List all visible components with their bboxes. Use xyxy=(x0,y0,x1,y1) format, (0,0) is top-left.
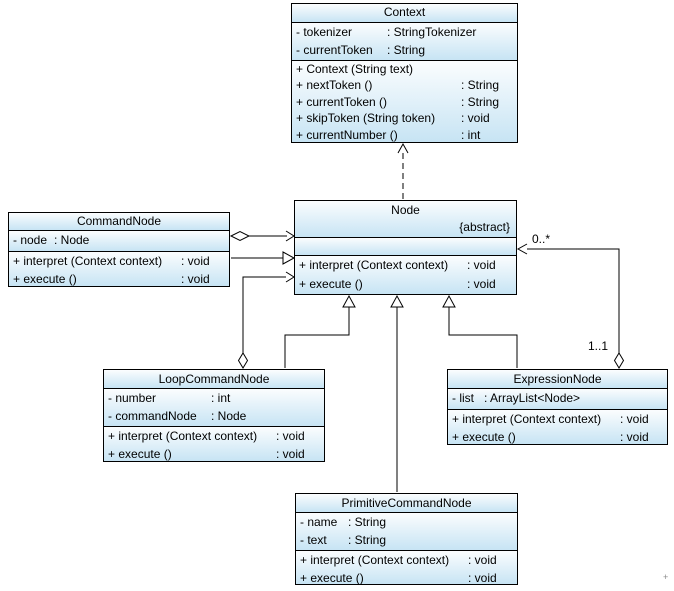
attribute-row: - text: String xyxy=(300,533,387,547)
class-name-text: Node xyxy=(391,203,420,217)
attributes-compartment: - list: ArrayList<Node> xyxy=(448,388,667,409)
open-diamond-icon xyxy=(613,352,625,369)
attribute-row: - tokenizer: StringTokenizer xyxy=(296,25,477,39)
attribute-row: - node: Node xyxy=(13,233,90,247)
attribute-row: - list: ArrayList<Node> xyxy=(452,391,581,405)
class-commandnode[interactable]: CommandNode - node: Node + interpret (Co… xyxy=(8,212,230,287)
dependency-node-to-context[interactable] xyxy=(397,142,409,199)
class-title: Node {abstract} xyxy=(295,201,516,237)
methods-compartment: + interpret (Context context): void + ex… xyxy=(9,251,229,286)
attributes-compartment-empty xyxy=(295,237,516,255)
class-title: LoopCommandNode xyxy=(104,370,324,388)
methods-compartment: + Context (String text) + nextToken (): … xyxy=(292,60,517,142)
method-row: + currentNumber (): int xyxy=(296,127,481,142)
method-row: + execute (): void xyxy=(299,277,496,291)
open-diamond-icon xyxy=(237,352,249,369)
methods-compartment: + interpret (Context context): void + ex… xyxy=(296,550,517,584)
method-row: + currentToken (): String xyxy=(296,94,500,109)
method-row: + execute (): void xyxy=(108,447,305,461)
method-row: + skipToken (String token): void xyxy=(296,111,490,126)
attribute-row: - number: int xyxy=(108,391,231,405)
multiplicity-label: 1..1 xyxy=(588,339,608,353)
class-title: PrimitiveCommandNode xyxy=(296,494,517,512)
method-row: + interpret (Context context): void xyxy=(452,412,649,426)
attribute-row: - commandNode: Node xyxy=(108,409,247,423)
methods-compartment: + interpret (Context context): void + ex… xyxy=(104,426,324,461)
hollow-triangle-icon xyxy=(282,251,296,265)
attributes-compartment: - tokenizer: StringTokenizer - currentTo… xyxy=(292,22,517,60)
generalization-commandnode-node[interactable] xyxy=(231,251,296,265)
class-node[interactable]: Node {abstract} + interpret (Context con… xyxy=(294,200,517,295)
method-row: + interpret (Context context): void xyxy=(299,258,496,272)
hollow-triangle-icon xyxy=(442,294,456,308)
aggregation-loopcommandnode-node[interactable] xyxy=(237,271,295,369)
generalization-loopcommandnode-node[interactable] xyxy=(284,294,356,368)
attribute-row: - name: String xyxy=(300,515,387,529)
method-row: + execute (): void xyxy=(300,571,497,584)
class-context[interactable]: Context - tokenizer: StringTokenizer - c… xyxy=(291,3,518,143)
method-row: + execute (): void xyxy=(452,430,649,444)
method-row: + execute (): void xyxy=(13,272,210,286)
abstract-stereotype: {abstract} xyxy=(459,220,510,234)
class-title: ExpressionNode xyxy=(448,370,667,388)
open-arrowhead-icon xyxy=(285,230,295,242)
class-title: CommandNode xyxy=(9,213,229,230)
aggregation-expressionnode-node[interactable]: 0..* 1..1 xyxy=(516,232,625,369)
method-row: + interpret (Context context): void xyxy=(108,429,305,443)
attribute-row: - currentToken: String xyxy=(296,43,426,57)
methods-compartment: + interpret (Context context): void + ex… xyxy=(448,409,667,444)
class-expressionnode[interactable]: ExpressionNode - list: ArrayList<Node> +… xyxy=(447,369,668,445)
attributes-compartment: - number: int - commandNode: Node xyxy=(104,388,324,426)
methods-compartment: + interpret (Context context): void + ex… xyxy=(295,255,516,294)
attributes-compartment: - node: Node xyxy=(9,230,229,251)
corner-artifact: + xyxy=(663,572,669,582)
class-title: Context xyxy=(292,4,517,22)
open-arrowhead-icon xyxy=(285,271,295,283)
hollow-triangle-icon xyxy=(390,294,404,308)
hollow-triangle-icon xyxy=(342,294,356,308)
generalization-primitivecommandnode-node[interactable] xyxy=(390,294,404,492)
multiplicity-label: 0..* xyxy=(532,232,550,246)
method-row: + Context (String text) xyxy=(296,62,414,76)
generalization-expressionnode-node[interactable] xyxy=(442,294,518,368)
open-arrowhead-icon xyxy=(397,142,409,154)
attributes-compartment: - name: String - text: String xyxy=(296,512,517,550)
method-row: + interpret (Context context): void xyxy=(13,254,210,268)
aggregation-commandnode-node[interactable] xyxy=(229,230,295,242)
method-row: + interpret (Context context): void xyxy=(300,553,497,567)
open-arrowhead-icon xyxy=(516,243,528,255)
class-primitivecommandnode[interactable]: PrimitiveCommandNode - name: String - te… xyxy=(295,493,518,585)
class-loopcommandnode[interactable]: LoopCommandNode - number: int - commandN… xyxy=(103,369,325,462)
method-row: + nextToken (): String xyxy=(296,78,500,93)
open-diamond-icon xyxy=(229,230,251,242)
